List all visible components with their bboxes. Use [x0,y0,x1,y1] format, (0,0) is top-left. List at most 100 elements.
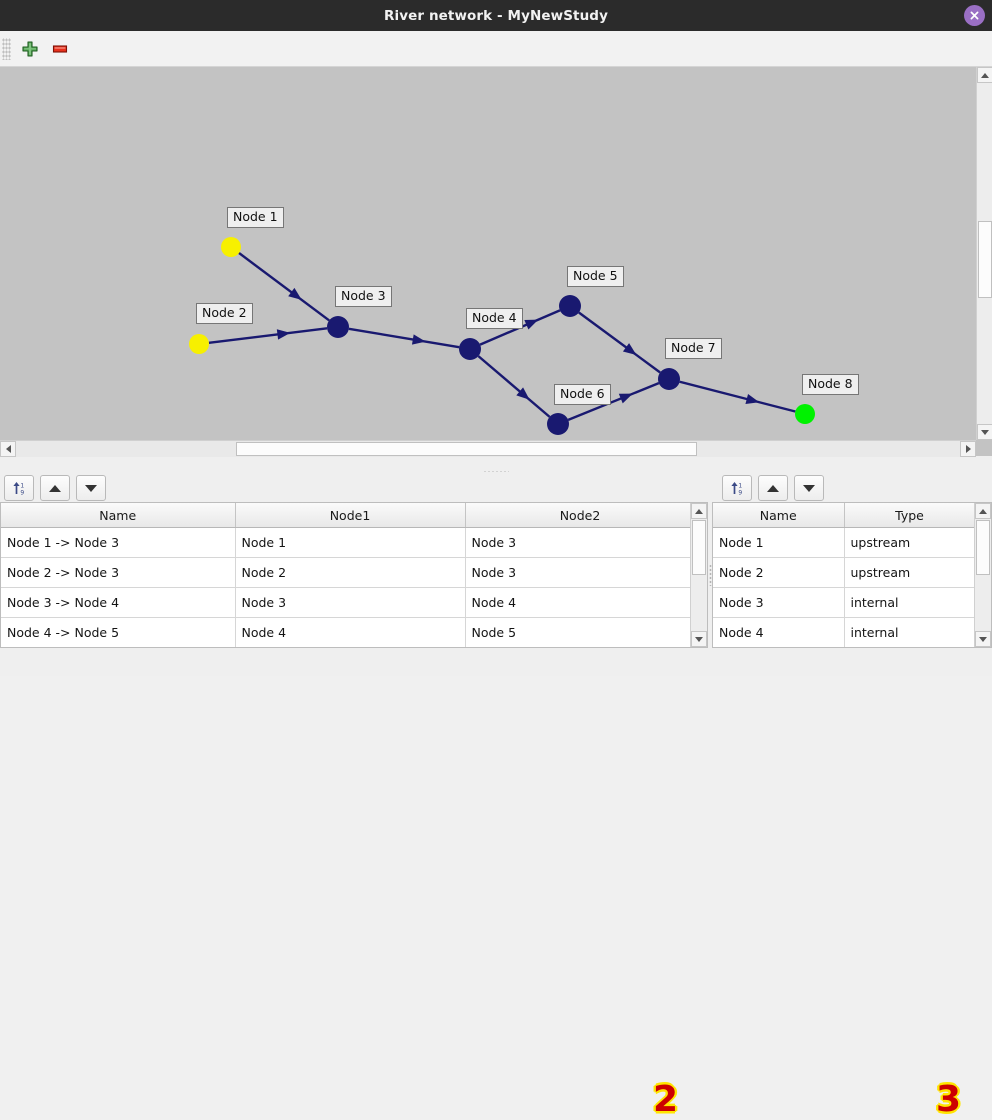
graph-node-label[interactable]: Node 5 [567,266,624,287]
nodes-move-down-button[interactable] [794,475,824,501]
scroll-left-button[interactable] [0,441,16,457]
graph-node-label[interactable]: Node 7 [665,338,722,359]
triangle-up-icon [695,508,703,514]
reaches-move-up-button[interactable] [40,475,70,501]
svg-text:1: 1 [738,483,742,490]
canvas-horizontal-scrollbar[interactable] [0,440,976,457]
graph-edge[interactable] [578,311,661,374]
scroll-up-button[interactable] [977,67,992,83]
graph-edge[interactable] [567,382,660,421]
remove-node-button[interactable] [45,34,75,64]
table-cell[interactable]: Node 2 [235,557,466,588]
graph-edge[interactable] [238,252,330,322]
column-header[interactable]: Type [844,503,975,528]
triangle-left-icon [5,445,11,453]
column-header[interactable]: Name [1,503,236,528]
close-button[interactable] [964,5,985,26]
graph-node[interactable] [459,338,481,360]
toolbar-drag-handle[interactable] [2,37,11,60]
graph-node[interactable] [189,334,209,354]
canvas-vertical-scrollbar[interactable] [976,67,992,440]
graph-edge[interactable] [348,327,460,349]
edge-arrow-icon [411,334,426,345]
nodes-move-up-button[interactable] [758,475,788,501]
column-header[interactable]: Name [713,503,845,528]
scrollbar-thumb[interactable] [692,520,706,575]
nodes-sort-button[interactable]: 1 9 [722,475,752,501]
table-cell[interactable]: Node 4 [235,617,466,647]
scroll-down-button[interactable] [975,631,991,647]
graph-node[interactable] [547,413,569,435]
graph-node-label[interactable]: Node 6 [554,384,611,405]
vertical-splitter[interactable] [708,474,712,676]
column-header[interactable]: Node2 [465,503,691,528]
graph-node[interactable] [559,295,581,317]
scroll-down-button[interactable] [977,424,992,440]
table-cell[interactable]: Node 4 [465,587,691,618]
graph-node[interactable] [221,237,241,257]
add-node-button[interactable] [15,34,45,64]
reaches-move-down-button[interactable] [76,475,106,501]
table-cell[interactable]: Node 3 -> Node 4 [1,587,236,618]
scroll-right-button[interactable] [960,441,976,457]
graph-edge[interactable] [679,380,796,413]
scroll-up-button[interactable] [691,503,707,519]
horizontal-splitter[interactable] [0,468,992,474]
table-cell[interactable]: Node 4 -> Node 5 [1,617,236,647]
scroll-down-button[interactable] [691,631,707,647]
network-graph[interactable]: Node 1 Node 2 Node 3 Node 4 Node 5 Node 6 Node… [0,67,976,440]
graph-node-label[interactable]: Node 3 [335,286,392,307]
triangle-down-icon [981,429,989,435]
graph-node[interactable] [658,368,680,390]
table-cell[interactable]: internal [844,617,975,647]
column-header[interactable]: Node1 [235,503,466,528]
table-cell[interactable]: Node 3 [465,527,691,558]
graph-node-label[interactable]: Node 8 [802,374,859,395]
table-cell[interactable]: Node 1 [235,527,466,558]
table-cell[interactable]: upstream [844,527,975,558]
table-cell[interactable]: Node 1 [713,527,845,558]
table-cell[interactable]: Node 3 [713,587,845,618]
graph-node-label[interactable]: Node 4 [466,308,523,329]
splitter-grip [708,564,712,586]
table-cell[interactable]: Node 4 [713,617,845,647]
network-canvas-area: Node 1 Node 2 Node 3 Node 4 Node 5 Node 6 Node… [0,66,992,509]
table-cell[interactable]: Node 1 -> Node 3 [1,527,236,558]
scrollbar-thumb[interactable] [978,221,992,298]
triangle-down-icon [85,484,97,492]
scroll-up-button[interactable] [975,503,991,519]
network-graph-svg [189,237,815,435]
graph-node-label[interactable]: Node 2 [196,303,253,324]
graph-node-label[interactable]: Node 1 [227,207,284,228]
table-cell[interactable]: Node 2 -> Node 3 [1,557,236,588]
graph-node[interactable] [795,404,815,424]
graph-node[interactable] [327,316,349,338]
reaches-vertical-scrollbar[interactable] [690,503,707,647]
table-cell[interactable]: Node 2 [713,557,845,588]
table-cell[interactable]: internal [844,587,975,618]
nodes-vertical-scrollbar[interactable] [974,503,991,647]
scrollbar-thumb[interactable] [976,520,990,575]
table-cell[interactable]: Node 3 [235,587,466,618]
edge-arrow-icon [276,329,291,340]
reaches-sort-button[interactable]: 1 9 [4,475,34,501]
table-cell[interactable]: Node 3 [465,557,691,588]
scrollbar-thumb[interactable] [236,442,697,456]
table-cell[interactable]: upstream [844,557,975,588]
graph-edge[interactable] [477,355,551,418]
table-cell[interactable]: Node 5 [465,617,691,647]
minus-icon [52,44,68,53]
edge-arrow-icon [524,319,539,330]
graph-edge[interactable] [208,327,328,344]
